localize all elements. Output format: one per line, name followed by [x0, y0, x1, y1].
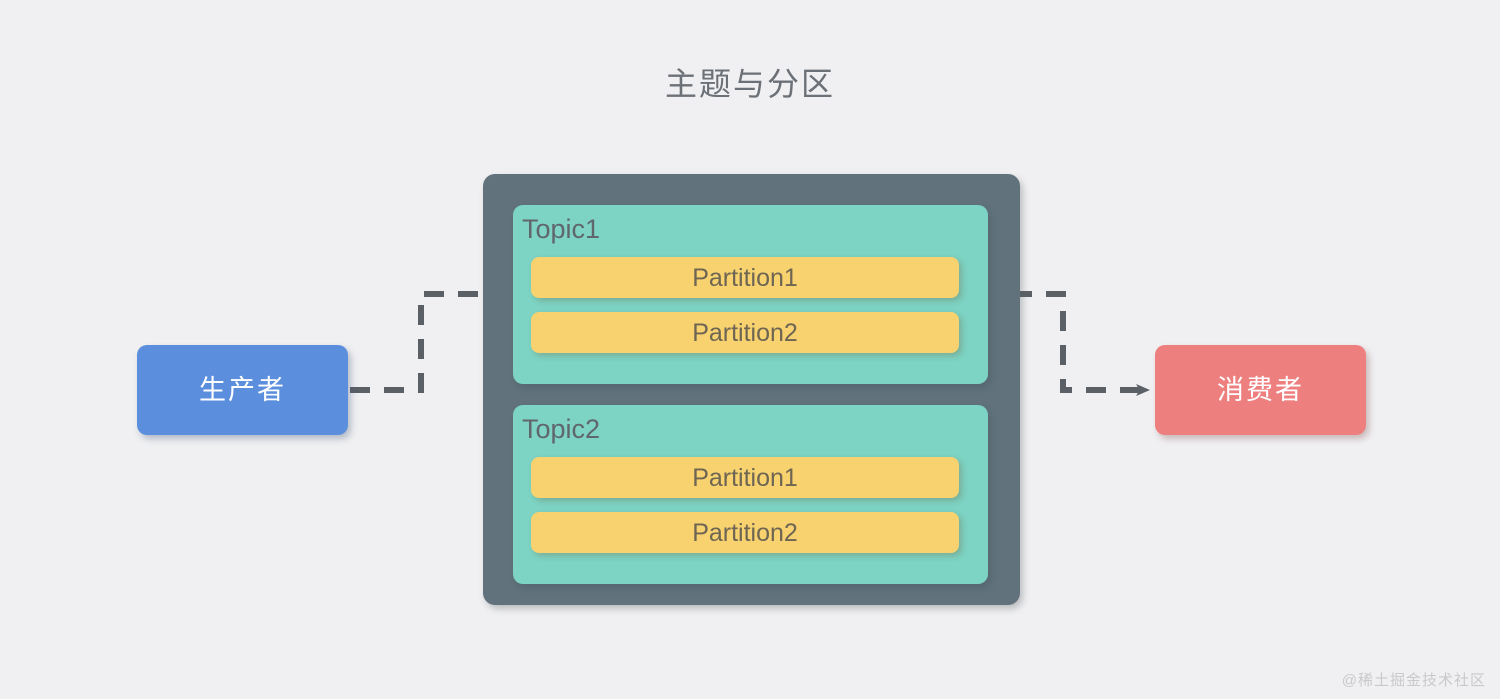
partition-label: Partition1 [692, 463, 798, 492]
page-title: 主题与分区 [664, 66, 835, 102]
partition-box[interactable]: Partition1 [531, 257, 959, 298]
partition-box[interactable]: Partition2 [531, 512, 959, 553]
topic-group-2[interactable]: Topic2 Partition1 Partition2 [513, 405, 988, 584]
partition-label: Partition1 [692, 263, 798, 292]
watermark: @稀土掘金技术社区 [1341, 672, 1486, 689]
partition-label: Partition2 [692, 518, 798, 547]
producer-node[interactable]: 生产者 [137, 345, 348, 435]
consumer-label: 消费者 [1217, 375, 1304, 405]
partition-box[interactable]: Partition1 [531, 457, 959, 498]
topic-label: Topic1 [522, 214, 601, 244]
partition-box[interactable]: Partition2 [531, 312, 959, 353]
partition-label: Partition2 [692, 318, 798, 347]
topic-label: Topic2 [522, 414, 601, 444]
producer-label: 生产者 [199, 375, 286, 405]
consumer-node[interactable]: 消费者 [1155, 345, 1366, 435]
broker-container: Topic1 Partition1 Partition2 Topic2 Part… [483, 174, 1020, 605]
topic-group-1[interactable]: Topic1 Partition1 Partition2 [513, 205, 988, 384]
